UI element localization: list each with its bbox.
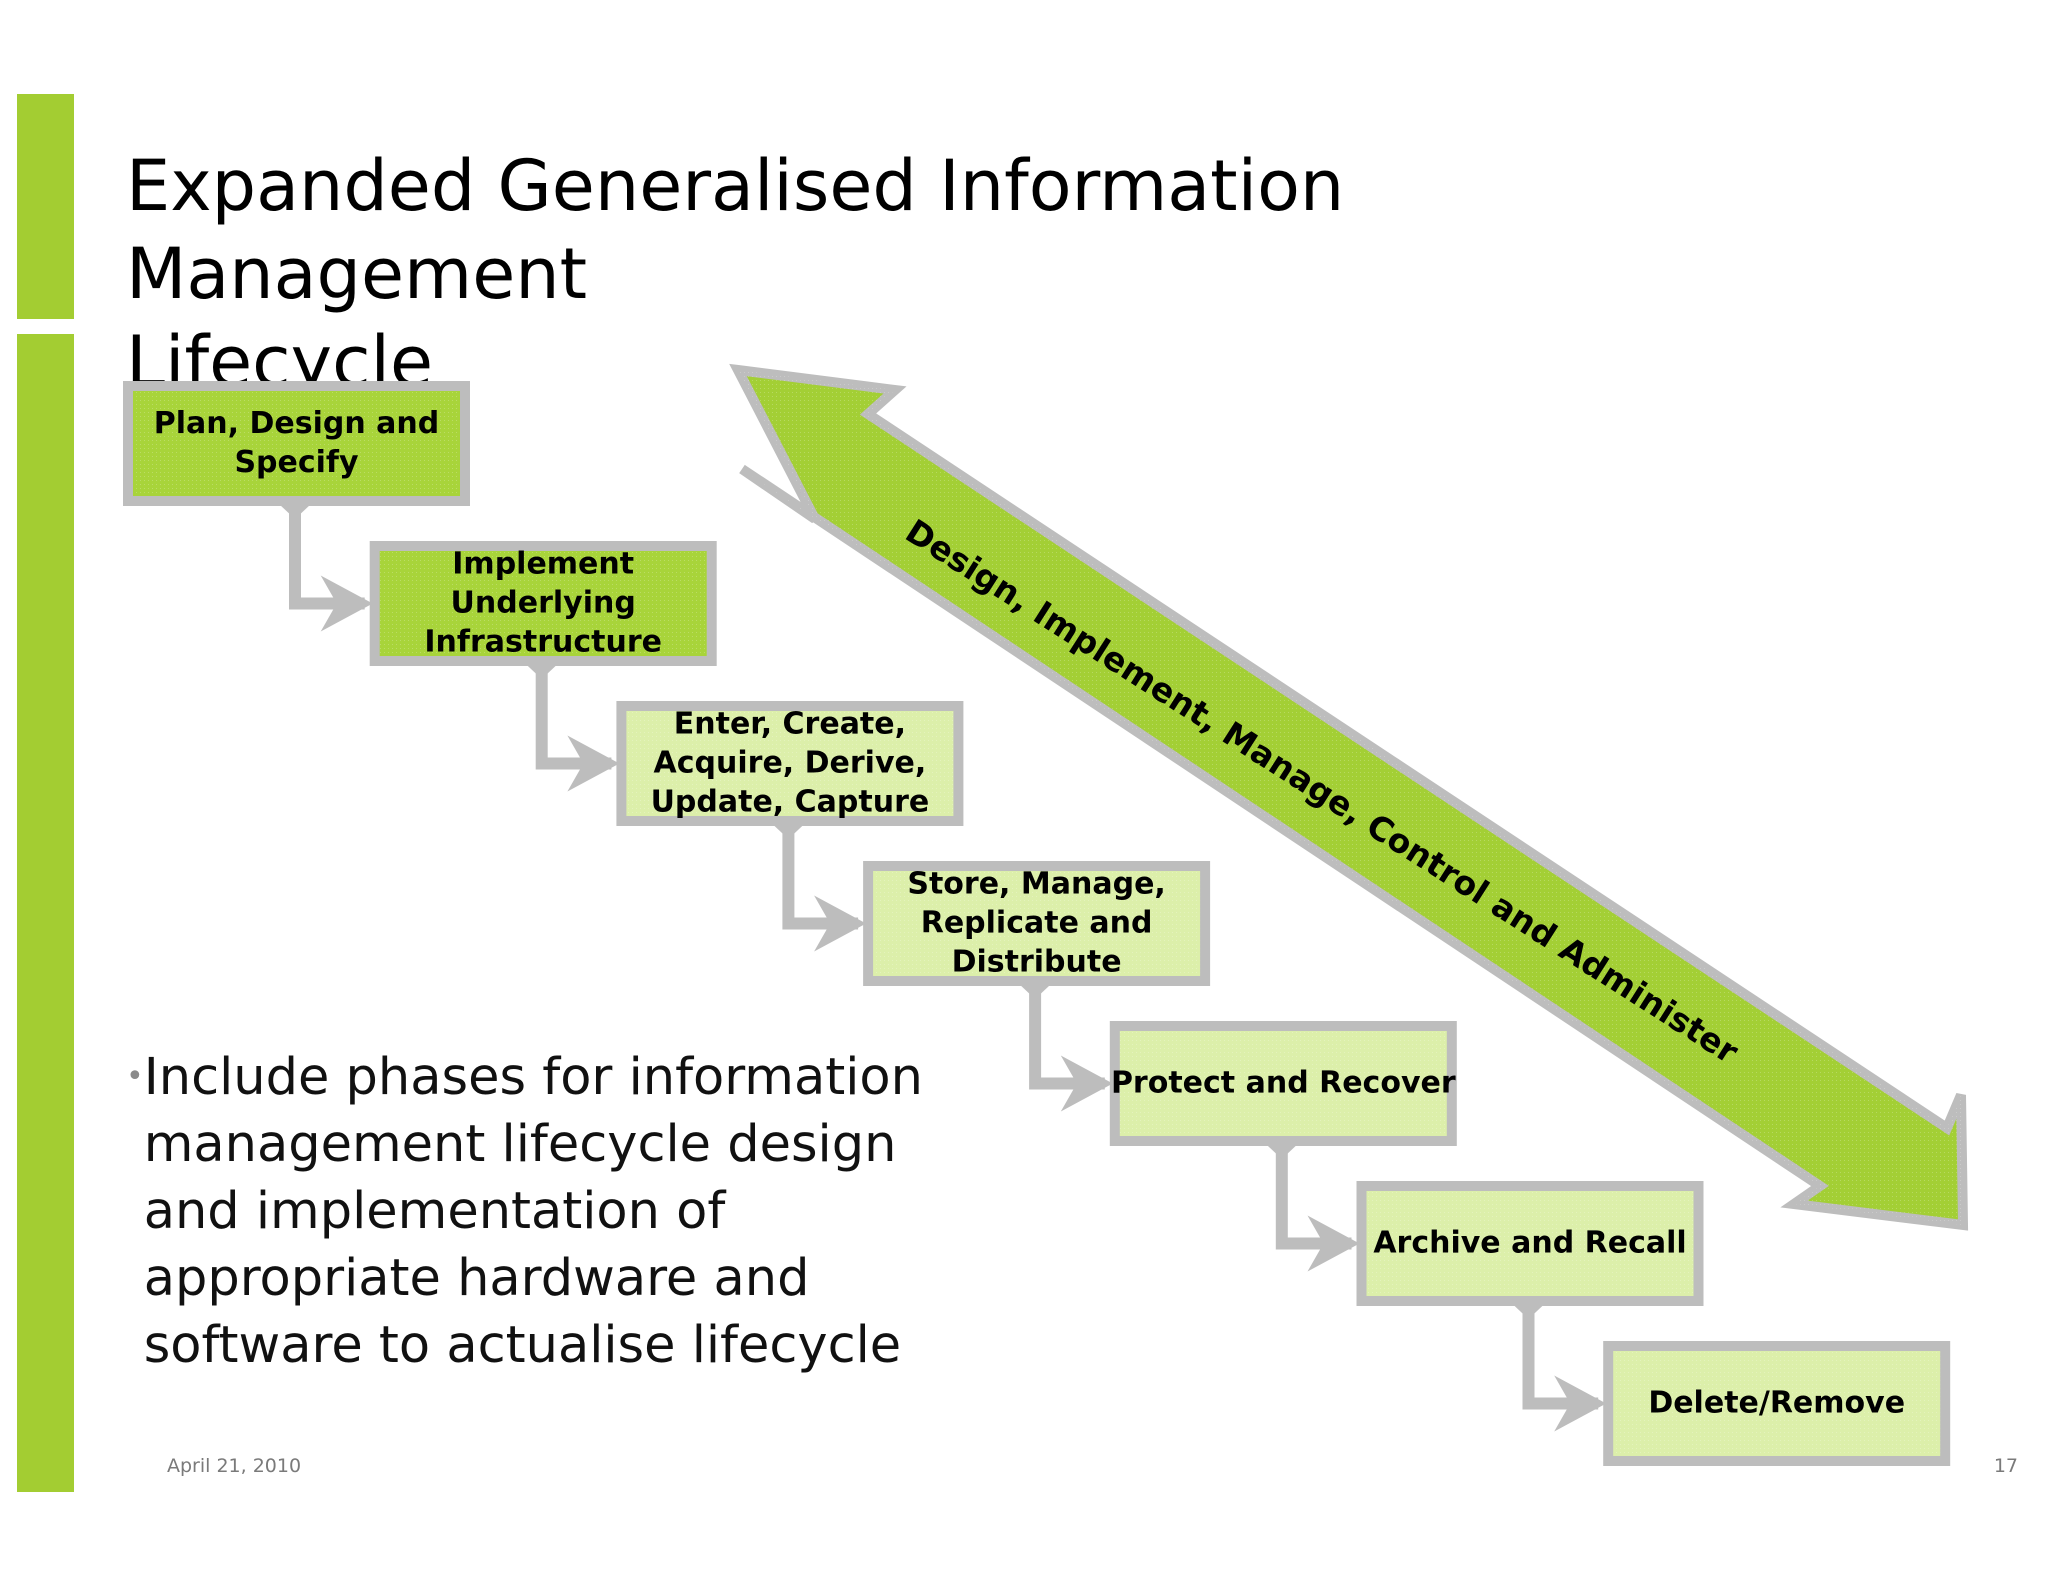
lifecycle-step: Enter, Create,Acquire, Derive,Update, Ca…: [616, 701, 964, 826]
connector-arrowhead-icon: [1554, 1375, 1607, 1432]
step-label: Enter, Create,Acquire, Derive,Update, Ca…: [651, 706, 930, 819]
step-box-texture: [873, 871, 1201, 976]
bullet-dot-icon: •: [126, 1059, 144, 1094]
page-number: 17: [1993, 1455, 2018, 1477]
connector-notch: [1019, 984, 1052, 999]
step-box-texture: [1366, 1191, 1694, 1296]
bullet-point: • Include phases for information managem…: [126, 1044, 1006, 1379]
connector-arrowhead-icon: [1307, 1215, 1360, 1272]
connector-notch: [525, 664, 558, 679]
step-box-texture: [379, 551, 707, 656]
connector-arrowhead-icon: [320, 575, 373, 632]
step-box-texture: [626, 711, 954, 816]
step-label: Protect and Recover: [1111, 1065, 1456, 1100]
step-box-texture: [133, 391, 460, 496]
connector-notch: [279, 504, 311, 519]
connector-arrowhead-icon: [814, 895, 867, 952]
bullet-text: Include phases for information managemen…: [143, 1048, 923, 1375]
arrow-texture: [738, 370, 1963, 1225]
step-box-texture: [1119, 1031, 1447, 1136]
step-label: Delete/Remove: [1648, 1385, 1905, 1420]
connector-notch: [1265, 1144, 1298, 1159]
slide-title: Expanded Generalised Information Managem…: [126, 145, 1345, 403]
lifecycle-step: Protect and Recover: [1109, 1021, 1457, 1146]
step-label: Archive and Recall: [1373, 1225, 1686, 1260]
step-box-texture: [1613, 1351, 1941, 1456]
lifecycle-step: Archive and Recall: [1356, 1181, 1704, 1306]
accent-bar-bottom: [17, 334, 74, 1492]
lifecycle-step: Delete/Remove: [1603, 1341, 1951, 1466]
connector-arrowhead-icon: [1060, 1055, 1113, 1112]
accent-bar-top: [17, 94, 74, 319]
footer-date: April 21, 2010: [167, 1455, 302, 1477]
step-connectors: [279, 501, 1607, 1432]
connector-arrowhead-icon: [567, 735, 620, 792]
connector-notch: [1512, 1304, 1545, 1319]
connector-notch: [772, 824, 805, 839]
